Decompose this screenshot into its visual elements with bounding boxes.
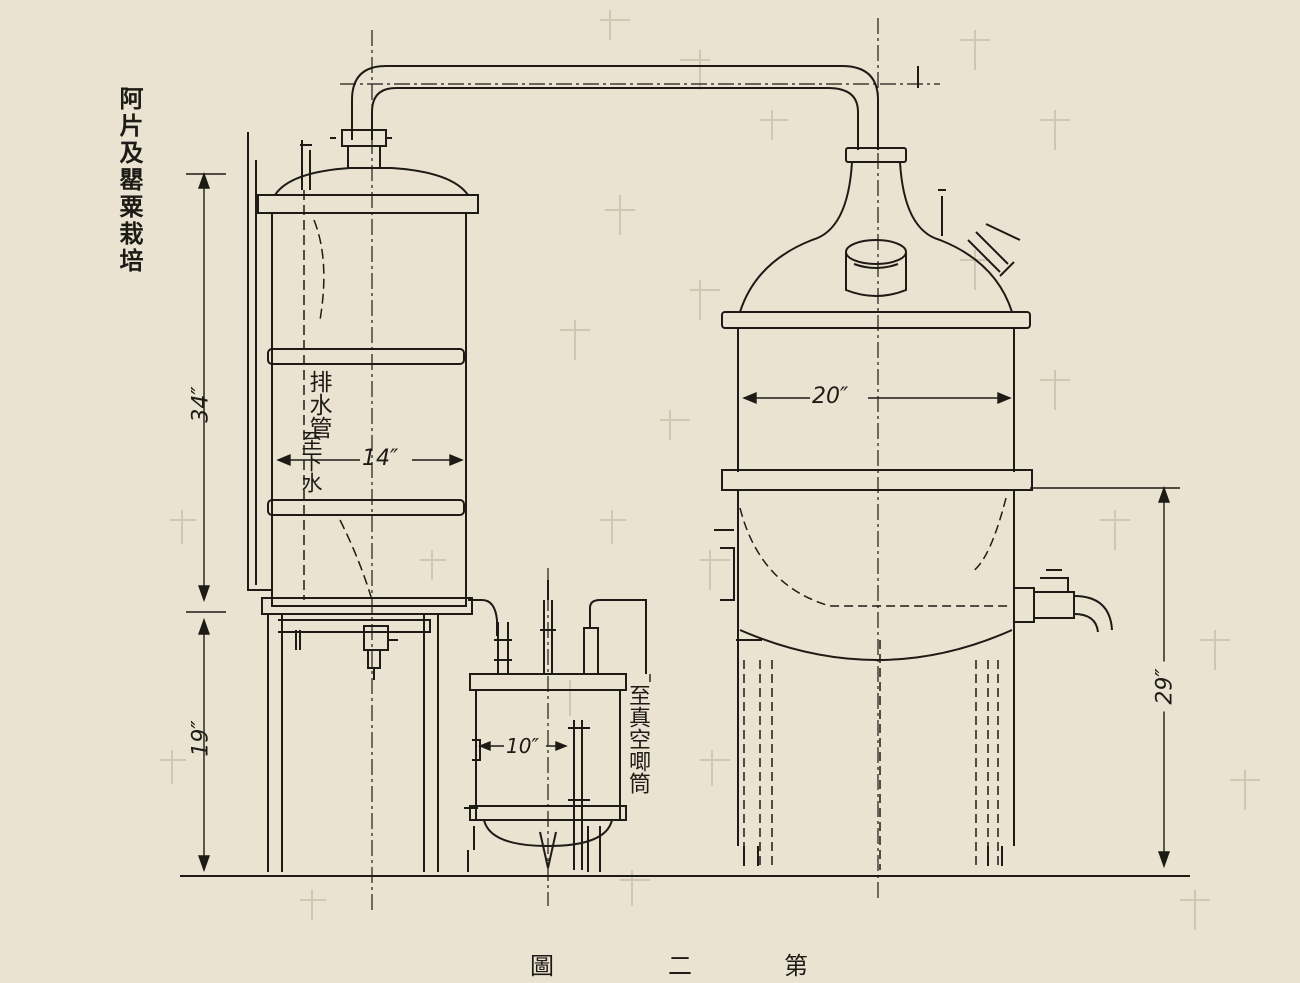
retort-tank [714, 147, 1113, 866]
figure-caption: 圖 二 第 [530, 946, 820, 980]
caption-char-1: 圖 [530, 952, 554, 980]
caption-char-3: 第 [784, 952, 808, 980]
label-vacuum-pump: 至真空唧筒 [625, 684, 650, 794]
caption-char-2: 二 [668, 952, 692, 980]
receiver [464, 580, 647, 872]
connecting-pipe [351, 65, 919, 150]
retort-inner-vessel [739, 497, 1008, 870]
center-lines [340, 18, 940, 910]
condenser-inner-pipe [303, 190, 373, 601]
label-to-water: 至下水 [299, 430, 323, 493]
dimension-tank-height: 29″ [1152, 661, 1178, 712]
label-drain-pipe: 排水管 [305, 370, 331, 439]
dimension-lines [186, 171, 1180, 873]
dimension-condenser-height: 34″ [188, 386, 214, 423]
condenser [247, 129, 498, 680]
dimension-receiver-width: 10″ [506, 734, 539, 758]
book-title: 阿片及罌粟栽培 [115, 86, 144, 275]
dimension-stand-height: 19″ [188, 720, 214, 757]
condenser-stand [267, 614, 439, 872]
dimension-condenser-width: 14″ [362, 446, 399, 471]
dimension-tank-width: 20″ [812, 384, 849, 409]
bleed-through-text [160, 10, 1260, 930]
